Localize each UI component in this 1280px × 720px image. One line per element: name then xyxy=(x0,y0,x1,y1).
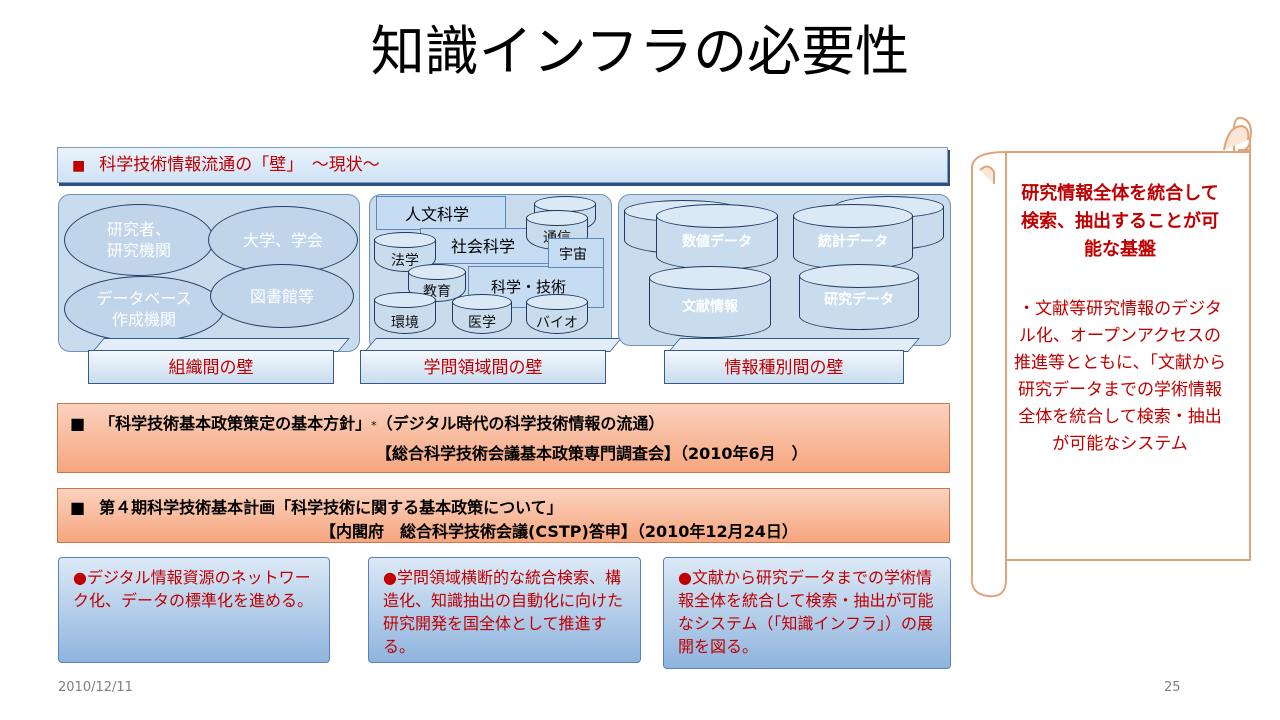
cyl-numeric-data: 数値データ xyxy=(656,204,778,270)
wall-info-types: 情報種別間の壁 xyxy=(664,350,904,384)
cyl-education: 教育 xyxy=(408,264,466,302)
scroll-body: ・文献等研究情報のデジタル化、オープンアクセスの推進等とともに、「文献から研究デ… xyxy=(1014,299,1226,454)
cyl-environment: 環境 xyxy=(374,292,436,334)
scroll-shape xyxy=(970,116,1252,598)
section-banner: ■ 科学技術情報流通の「壁」 ～現状～ xyxy=(57,147,948,183)
policy2-source: 【内閣府 総合科学技術会議(CSTP)答申】（2010年12月24日） xyxy=(320,522,798,541)
policy1-title: 「科学技術基本政策策定の基本方針」 xyxy=(99,414,372,433)
org-researchers: 研究者、 研究機関 xyxy=(64,204,214,276)
page-number: 25 xyxy=(1164,680,1181,695)
action-box-research: ●学問領域横断的な統合検索、構造化、知識抽出の自動化に向けた研究開発を国全体とし… xyxy=(368,557,641,663)
cyl-literature: 文献情報 xyxy=(649,266,771,338)
wall-organizations: 組織間の壁 xyxy=(88,350,334,384)
cyl-medicine: 医学 xyxy=(452,294,512,334)
policy1-source: 【総合科学技術会議基本政策専門調査会】（2010年6月 ） xyxy=(376,444,808,463)
wall-disciplines: 学問領域間の壁 xyxy=(360,350,606,384)
policy1-subtitle: （デジタル時代の科学技術情報の流通） xyxy=(376,414,665,433)
scroll-heading: 研究情報全体を統合して検索、抽出することが可能な基盤 xyxy=(1021,183,1219,260)
cyl-research-data: 研究データ xyxy=(799,264,919,330)
cyl-statistics-data: 統計データ xyxy=(793,204,913,270)
discipline-space: 宇宙 xyxy=(548,238,604,268)
org-libraries: 図書館等 xyxy=(210,264,354,328)
footer-date: 2010/12/11 xyxy=(58,680,133,695)
cyl-bio: バイオ xyxy=(526,294,588,334)
banner-bullet: ■ xyxy=(72,158,86,174)
org-universities: 大学、学会 xyxy=(208,206,358,274)
slide-title: 知識インフラの必要性 xyxy=(370,20,910,83)
discipline-humanities: 人文科学 xyxy=(376,196,506,230)
policy1-mark: * xyxy=(371,419,377,432)
policy-box-basic-policy: ■ 「科学技術基本政策策定の基本方針」*（デジタル時代の科学技術情報の流通） 【総… xyxy=(57,403,950,473)
action-box-network: ●デジタル情報資源のネットワーク化、データの標準化を進める。 xyxy=(58,557,330,663)
policy1-bullet: ■ xyxy=(70,414,86,433)
policy2-title: 第４期科学技術基本計画「科学技術に関する基本政策について」 xyxy=(99,498,563,517)
org-database-makers: データベース 作成機関 xyxy=(64,276,224,342)
policy-box-4th-plan: ■ 第４期科学技術基本計画「科学技術に関する基本政策について」 【内閣府 総合科学… xyxy=(57,488,950,543)
action-box-infrastructure: ●文献から研究データまでの学術情報全体を統合して検索・抽出が可能なシステム（「知… xyxy=(663,557,951,669)
policy2-bullet: ■ xyxy=(70,498,86,517)
banner-text: 科学技術情報流通の「壁」 ～現状～ xyxy=(99,155,380,175)
